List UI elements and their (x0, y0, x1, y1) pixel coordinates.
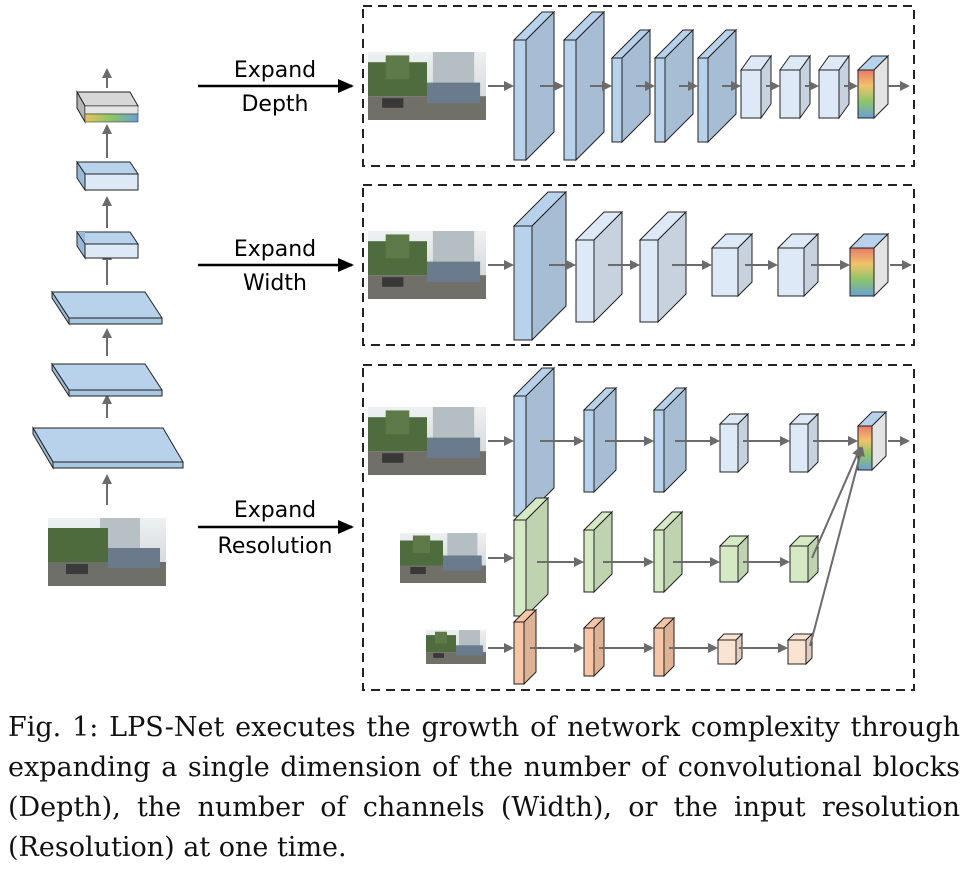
conv-block (788, 534, 820, 584)
conv-block (51, 362, 163, 398)
conv-block (51, 290, 163, 326)
conv-block (786, 632, 814, 666)
flow-arrow (809, 446, 865, 647)
output-block (848, 232, 890, 298)
street-scene-photo (426, 630, 486, 664)
label-line: Expand (234, 58, 316, 83)
conv-block (740, 54, 772, 120)
conv-block (76, 160, 139, 192)
figure-caption: Fig. 1: LPS-Net executes the growth of n… (8, 712, 960, 863)
street-scene-photo (48, 518, 166, 586)
conv-block (652, 510, 684, 594)
label-line: Expand (234, 498, 316, 523)
left-network-stack (32, 68, 184, 586)
output-block (76, 90, 139, 124)
expand-depth-label: Expand Depth (198, 58, 354, 117)
conv-block (718, 534, 750, 584)
output-block (856, 410, 888, 472)
width-panel (362, 184, 915, 346)
label-line: Depth (241, 92, 308, 117)
street-scene-photo (368, 231, 486, 299)
conv-block (788, 412, 820, 474)
conv-block (779, 54, 811, 120)
label-line: Expand (234, 237, 316, 262)
conv-block (718, 412, 750, 474)
resolution-panel (362, 364, 915, 691)
conv-block (512, 608, 538, 686)
street-scene-photo (368, 407, 486, 475)
street-scene-photo (368, 52, 486, 120)
conv-block (32, 426, 184, 470)
expand-resolution-label: Expand Resolution (198, 498, 354, 559)
conv-block (582, 510, 614, 594)
label-line: Width (243, 271, 307, 296)
lps-net-diagram: Expand Depth Expand Width Expand Resolut… (32, 5, 915, 691)
conv-block (716, 632, 744, 666)
expand-width-label: Expand Width (198, 237, 354, 296)
output-block (856, 54, 890, 120)
depth-panel (362, 5, 915, 167)
conv-block (574, 210, 624, 324)
label-line: Resolution (218, 534, 333, 559)
width-network (368, 190, 912, 342)
conv-block (76, 230, 139, 260)
conv-block (638, 210, 688, 324)
resolution-network (368, 366, 910, 686)
flow-arrow (811, 446, 862, 559)
depth-network (368, 10, 910, 162)
conv-block (512, 496, 550, 618)
street-scene-photo (400, 533, 486, 583)
